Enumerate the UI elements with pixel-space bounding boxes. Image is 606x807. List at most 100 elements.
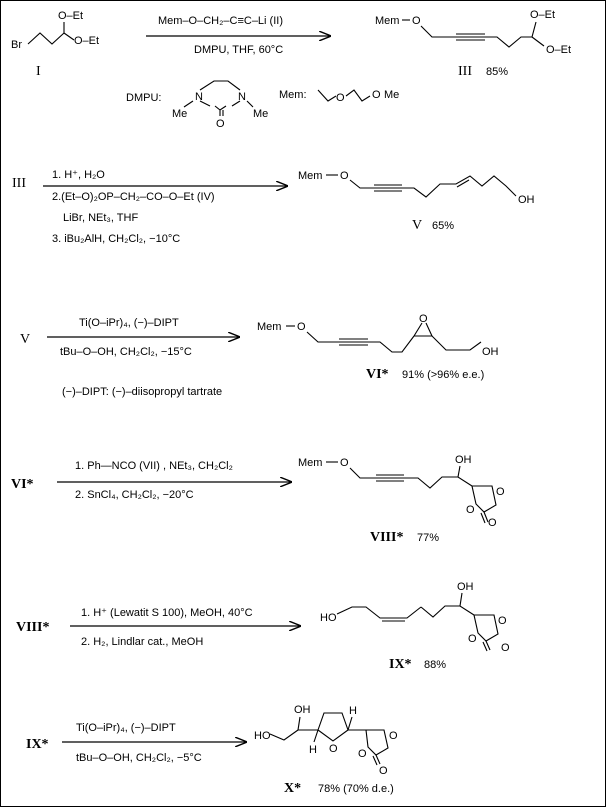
compound-I-acetal-bonds xyxy=(63,22,75,41)
thf-ring xyxy=(317,712,349,742)
step-6: IX* Ti(O–iPr)₄, (−)–DIPT tBu–O–OH, CH₂Cl… xyxy=(26,704,398,796)
compound-I: Br O–Et O–Et I xyxy=(11,10,99,79)
carbinol-bond xyxy=(457,465,461,478)
mem-chain-2 xyxy=(345,89,371,102)
mem-label: Mem: xyxy=(279,89,307,101)
reagent-step4-bottom: 2. SnCl₄, CH₂Cl₂, −20°C xyxy=(75,489,194,501)
compound-VIII-chain xyxy=(404,476,473,489)
dioxolanone-ring xyxy=(365,729,389,756)
compound-label-IX: IX* xyxy=(389,657,412,672)
start-label-IX: IX* xyxy=(26,737,49,752)
carbinol-bond xyxy=(459,592,463,607)
carbonyl-o: O xyxy=(379,765,388,777)
ethoxy-2: O–Et xyxy=(546,44,571,56)
start-label-III: III xyxy=(12,176,26,191)
ring-o2: O xyxy=(466,504,475,516)
compound-VI: Mem O O OH VI* 91% (>96% e.e.) xyxy=(257,313,499,382)
mem-o2: O xyxy=(372,89,381,101)
ring-o2: O xyxy=(358,748,367,760)
step-5: VIII* 1. H⁺ (Lewatit S 100), MeOH, 40°C … xyxy=(16,581,510,672)
compound-VI-chain xyxy=(368,335,415,353)
ring-o1: O xyxy=(496,486,505,498)
dioxolanone-ring xyxy=(473,614,499,642)
reagent-step2-1: 1. H⁺, H₂O xyxy=(52,169,105,181)
ether-o: O xyxy=(340,170,349,182)
compound-III-acetal-bonds xyxy=(531,21,545,47)
hydroxyl: OH xyxy=(518,194,535,206)
dmpu-me2: Me xyxy=(253,108,268,120)
yield-X: 78% (70% d.e.) xyxy=(318,783,394,795)
compound-III-chain xyxy=(485,36,532,48)
compound-label-V: V xyxy=(412,218,422,233)
dmpu-ring-sides xyxy=(199,100,241,107)
yield-III: 85% xyxy=(486,66,508,78)
propargyl-bond xyxy=(420,25,456,38)
dmpu-methyl-bonds xyxy=(183,100,254,108)
compound-IX-chain-2 xyxy=(420,605,475,618)
compound-VIII: Mem O OH O O O VIII* 77% xyxy=(298,454,505,545)
hydroxyl: OH xyxy=(455,454,472,466)
thf-oxygen: O xyxy=(329,743,338,755)
primary-hydroxyl: HO xyxy=(254,730,271,742)
alkyne-triple-bond xyxy=(374,184,402,192)
step-3: V Ti(O–iPr)₄, (−)–DIPT tBu–O–OH, CH₂Cl₂,… xyxy=(20,313,499,398)
reagent-step2-3: LiBr, NEt₃, THF xyxy=(63,212,138,224)
dmpu-n1: N xyxy=(195,91,203,103)
ethoxy-2: O–Et xyxy=(74,35,99,47)
propargyl-bond xyxy=(306,331,339,343)
mem-group: Mem xyxy=(298,457,322,469)
reagent-step6-bottom: tBu–O–OH, CH₂Cl₂, −5°C xyxy=(76,752,202,764)
ring-o2: O xyxy=(468,633,477,645)
hydroxyl: OH xyxy=(482,346,499,358)
primary-hydroxyl: HO xyxy=(320,612,337,624)
yield-V: 65% xyxy=(432,220,454,232)
compound-IX-chain-1 xyxy=(336,606,422,619)
compound-label-III: III xyxy=(458,64,472,79)
bromine-atom: Br xyxy=(11,39,22,51)
step-4: VI* 1. Ph—NCO (VII) , NEt₃, CH₂Cl₂ 2. Sn… xyxy=(11,454,505,545)
compound-label-I: I xyxy=(36,64,41,79)
dmpu-label: DMPU: xyxy=(126,92,161,104)
dmpu-carbonyl xyxy=(219,110,224,116)
reagent-step3-bottom: tBu–O–OH, CH₂Cl₂, −15°C xyxy=(60,346,192,358)
hydroxyl: OH xyxy=(457,581,474,593)
yield-VI: 91% (>96% e.e.) xyxy=(402,369,484,381)
compound-V-chain xyxy=(402,175,517,198)
diol-chain xyxy=(269,729,299,741)
dmpu-o: O xyxy=(216,118,225,130)
reagent-step6-top: Ti(O–iPr)₄, (−)–DIPT xyxy=(76,722,176,734)
dmpu-me1: Me xyxy=(172,108,187,120)
dmpu-ring-top xyxy=(199,80,241,91)
step-2: III 1. H⁺, H₂O 2.(Et–O)₂OP–CH₂–CO–O–Et (… xyxy=(12,169,535,245)
hydroxyl: OH xyxy=(294,704,311,716)
reagent-step5-top: 1. H⁺ (Lewatit S 100), MeOH, 40°C xyxy=(81,607,253,619)
compound-III: Mem O O–Et O–Et III 85% xyxy=(375,9,571,79)
propargyl-bond xyxy=(349,467,376,479)
carbonyl-bond xyxy=(482,640,491,652)
reagent-step5-bottom: 2. H₂, Lindlar cat., MeOH xyxy=(81,636,203,648)
reagent-step3-top: Ti(O–iPr)₄, (−)–DIPT xyxy=(79,317,179,329)
hydrogen-2: H xyxy=(349,705,357,717)
compound-label-VI: VI* xyxy=(366,367,389,382)
h-bond-2 xyxy=(347,716,353,731)
mem-chain-1 xyxy=(317,89,337,102)
ethoxy-1: O–Et xyxy=(58,10,83,22)
start-label-VI: VI* xyxy=(11,477,34,492)
mem-group: Mem xyxy=(298,170,322,182)
ring-o1: O xyxy=(498,615,507,627)
reagent-step1-bottom: DMPU, THF, 60°C xyxy=(194,44,283,56)
start-label-V: V xyxy=(20,332,30,347)
hydrogen-1: H xyxy=(309,744,317,756)
carbonyl-o: O xyxy=(488,517,497,529)
alkene-double-bond xyxy=(456,179,470,188)
dioxolanone-ring xyxy=(471,485,497,513)
ether-o: O xyxy=(412,15,421,27)
alkyne-triple-bond xyxy=(376,474,404,482)
dmpu-ring-bottom xyxy=(214,105,227,111)
carbonyl-bond xyxy=(372,754,381,766)
mem-group: Mem xyxy=(375,15,399,27)
compound-label-X: X* xyxy=(284,781,301,796)
reagent-step1-top: Mem–O–CH₂–C≡C–Li (II) xyxy=(158,15,283,27)
ethoxy-1: O–Et xyxy=(530,9,555,21)
